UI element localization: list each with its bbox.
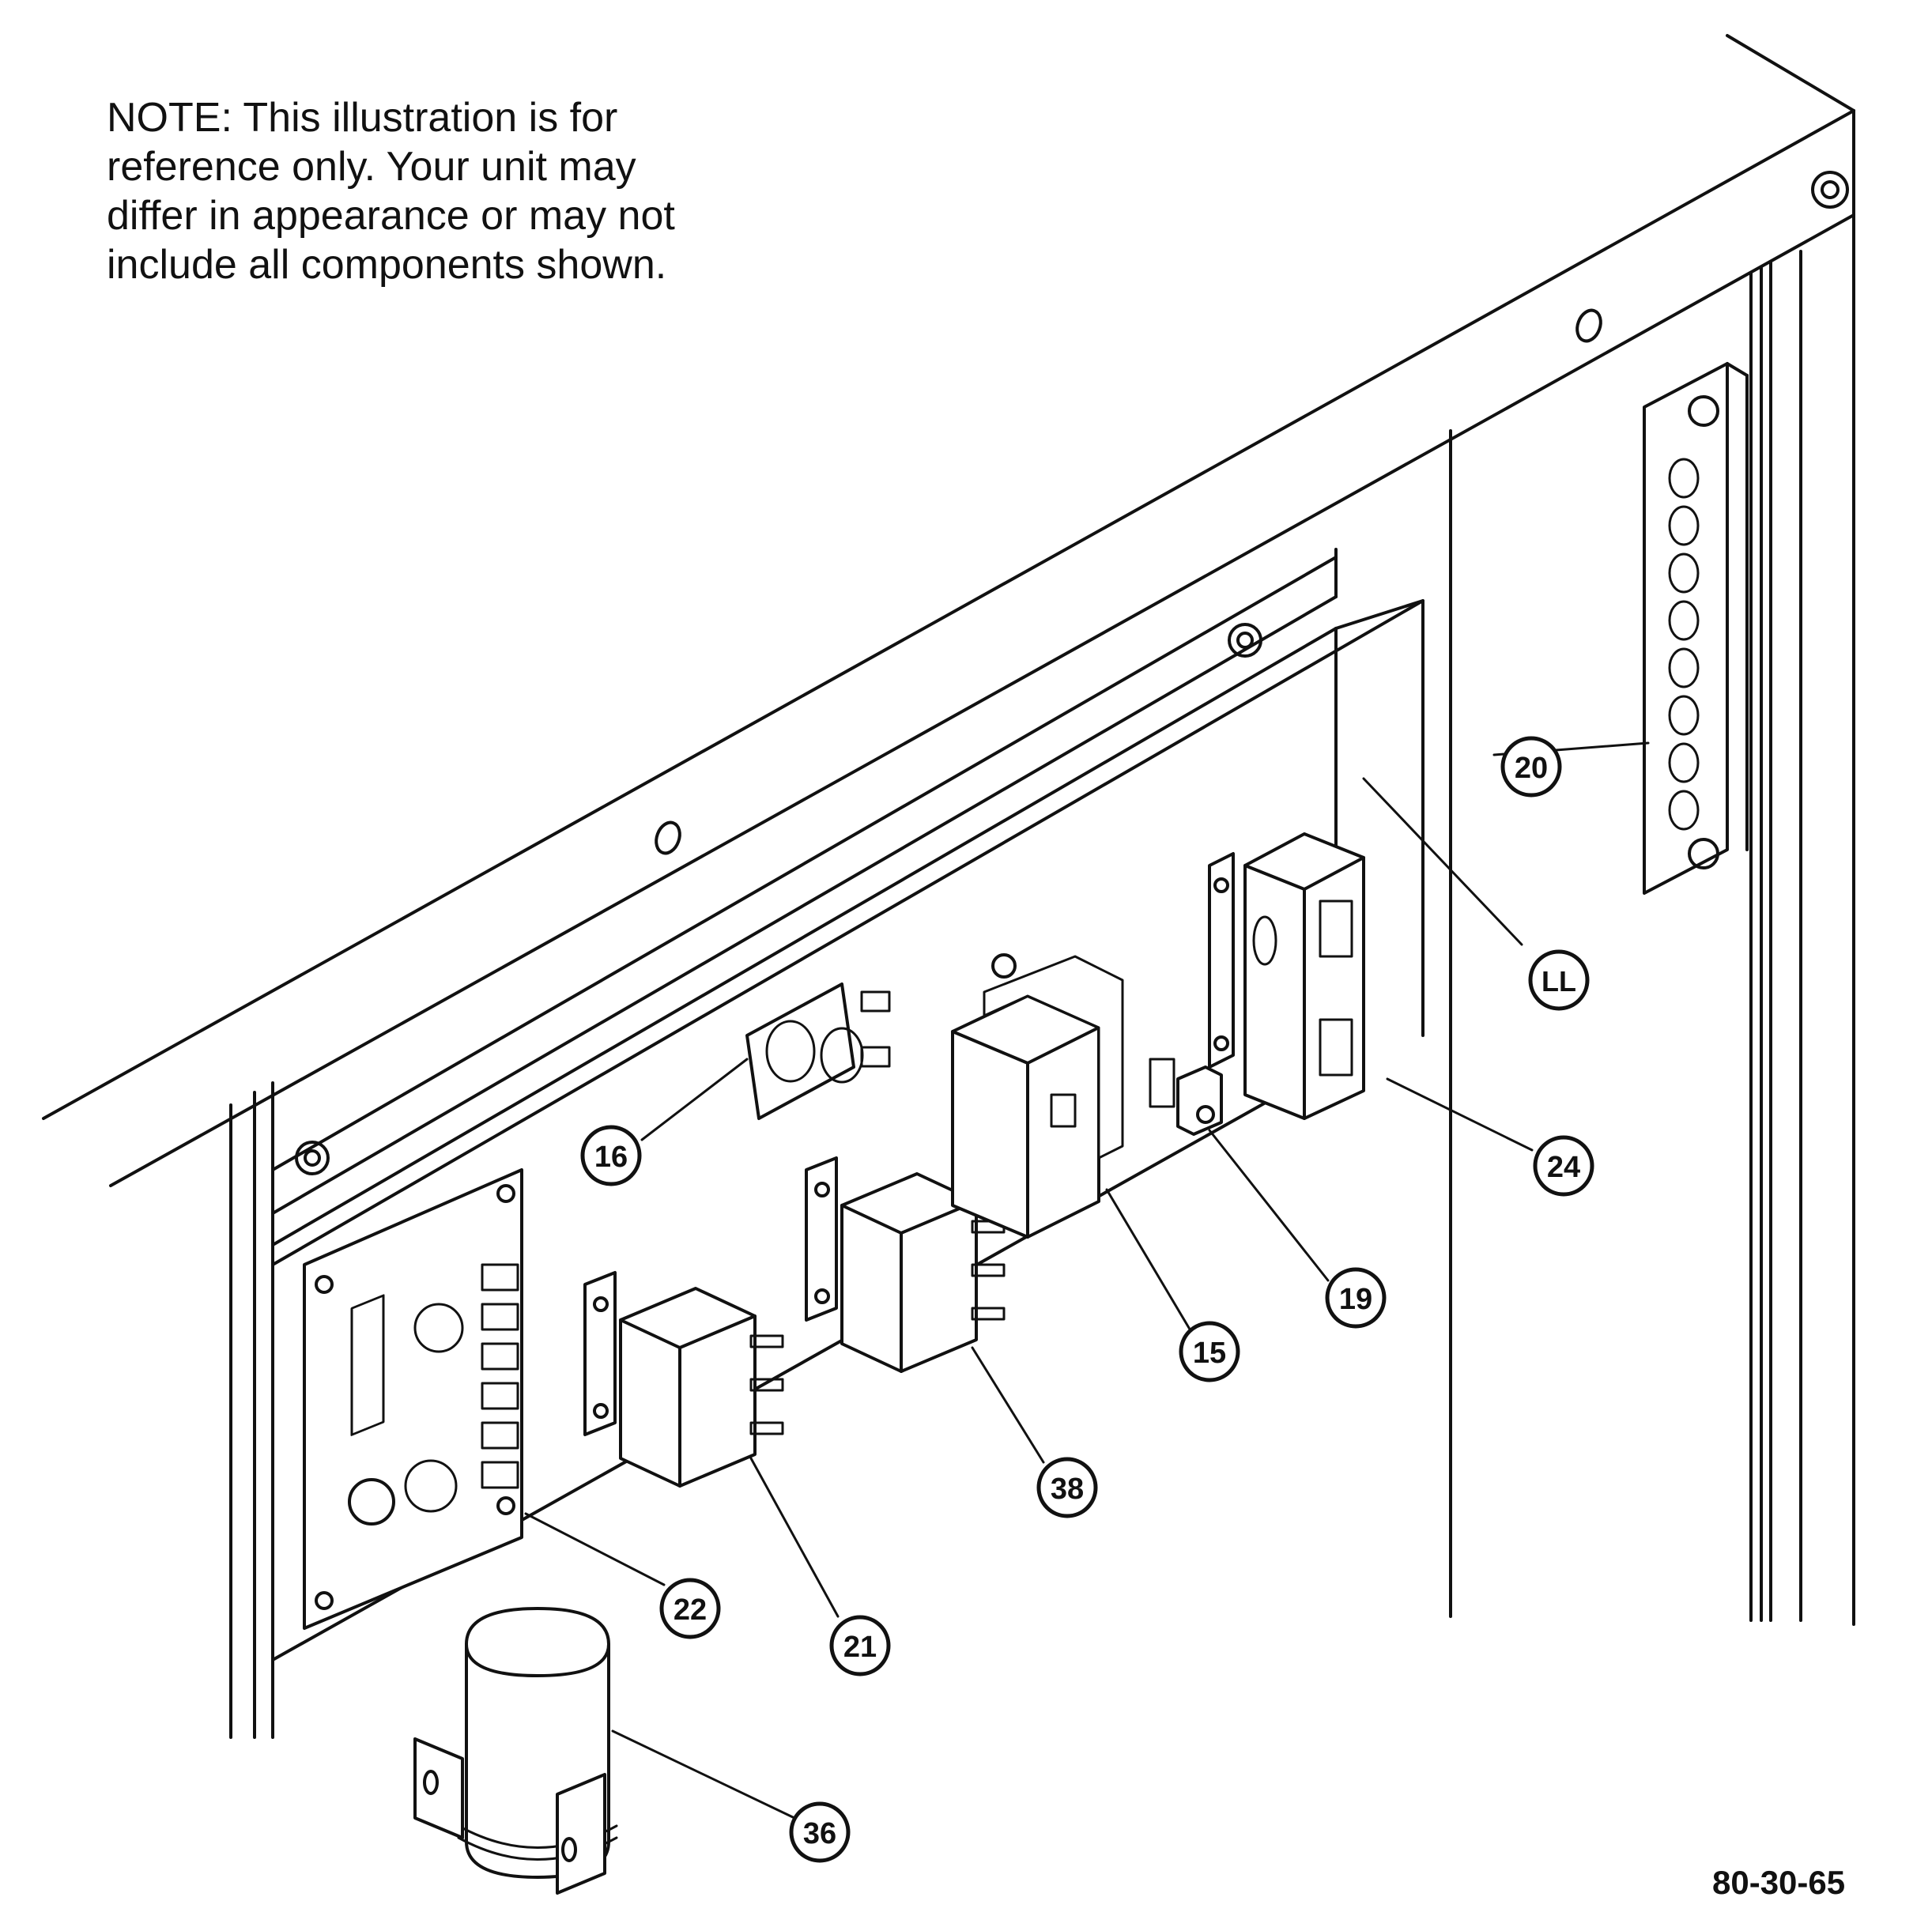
leader-lines bbox=[524, 741, 1650, 1820]
relay-21 bbox=[583, 1271, 784, 1488]
contactor-24 bbox=[1208, 832, 1365, 1120]
callout-22: 22 bbox=[659, 1578, 721, 1639]
callout-15: 15 bbox=[1179, 1321, 1240, 1382]
svg-text:20: 20 bbox=[1515, 752, 1548, 785]
reference-note: NOTE: This illustration is for reference… bbox=[107, 95, 675, 288]
callout-19: 19 bbox=[1325, 1267, 1387, 1329]
panel-screw bbox=[295, 1141, 330, 1175]
transformer-15 bbox=[951, 953, 1175, 1239]
relay-38 bbox=[805, 1156, 1006, 1373]
capacitor-36 bbox=[413, 1607, 618, 1895]
callout-20: 20 bbox=[1500, 736, 1562, 798]
cabinet-frame bbox=[42, 34, 1855, 1739]
fan-switch-16 bbox=[745, 982, 891, 1120]
svg-text:LL: LL bbox=[1541, 965, 1576, 998]
callout-16: 16 bbox=[580, 1125, 642, 1186]
callout-36: 36 bbox=[789, 1801, 851, 1863]
panel-screw bbox=[1811, 171, 1849, 209]
callout-24: 24 bbox=[1533, 1135, 1594, 1197]
svg-text:19: 19 bbox=[1339, 1283, 1372, 1316]
terminal-strip bbox=[1643, 362, 1749, 895]
svg-text:36: 36 bbox=[803, 1817, 836, 1850]
svg-text:38: 38 bbox=[1051, 1473, 1084, 1506]
svg-text:22: 22 bbox=[674, 1593, 707, 1627]
figure-number: 80-30-65 bbox=[1712, 1864, 1846, 1901]
svg-text:16: 16 bbox=[594, 1141, 628, 1174]
callout-21: 21 bbox=[829, 1615, 891, 1676]
svg-text:24: 24 bbox=[1547, 1151, 1580, 1184]
control-board bbox=[303, 1168, 523, 1630]
panel-screw bbox=[1228, 623, 1262, 658]
svg-text:15: 15 bbox=[1193, 1337, 1226, 1370]
callout-LL: LL bbox=[1528, 949, 1590, 1011]
callout-38: 38 bbox=[1036, 1457, 1098, 1518]
fuse-19 bbox=[1176, 1065, 1223, 1136]
svg-text:21: 21 bbox=[843, 1631, 877, 1664]
